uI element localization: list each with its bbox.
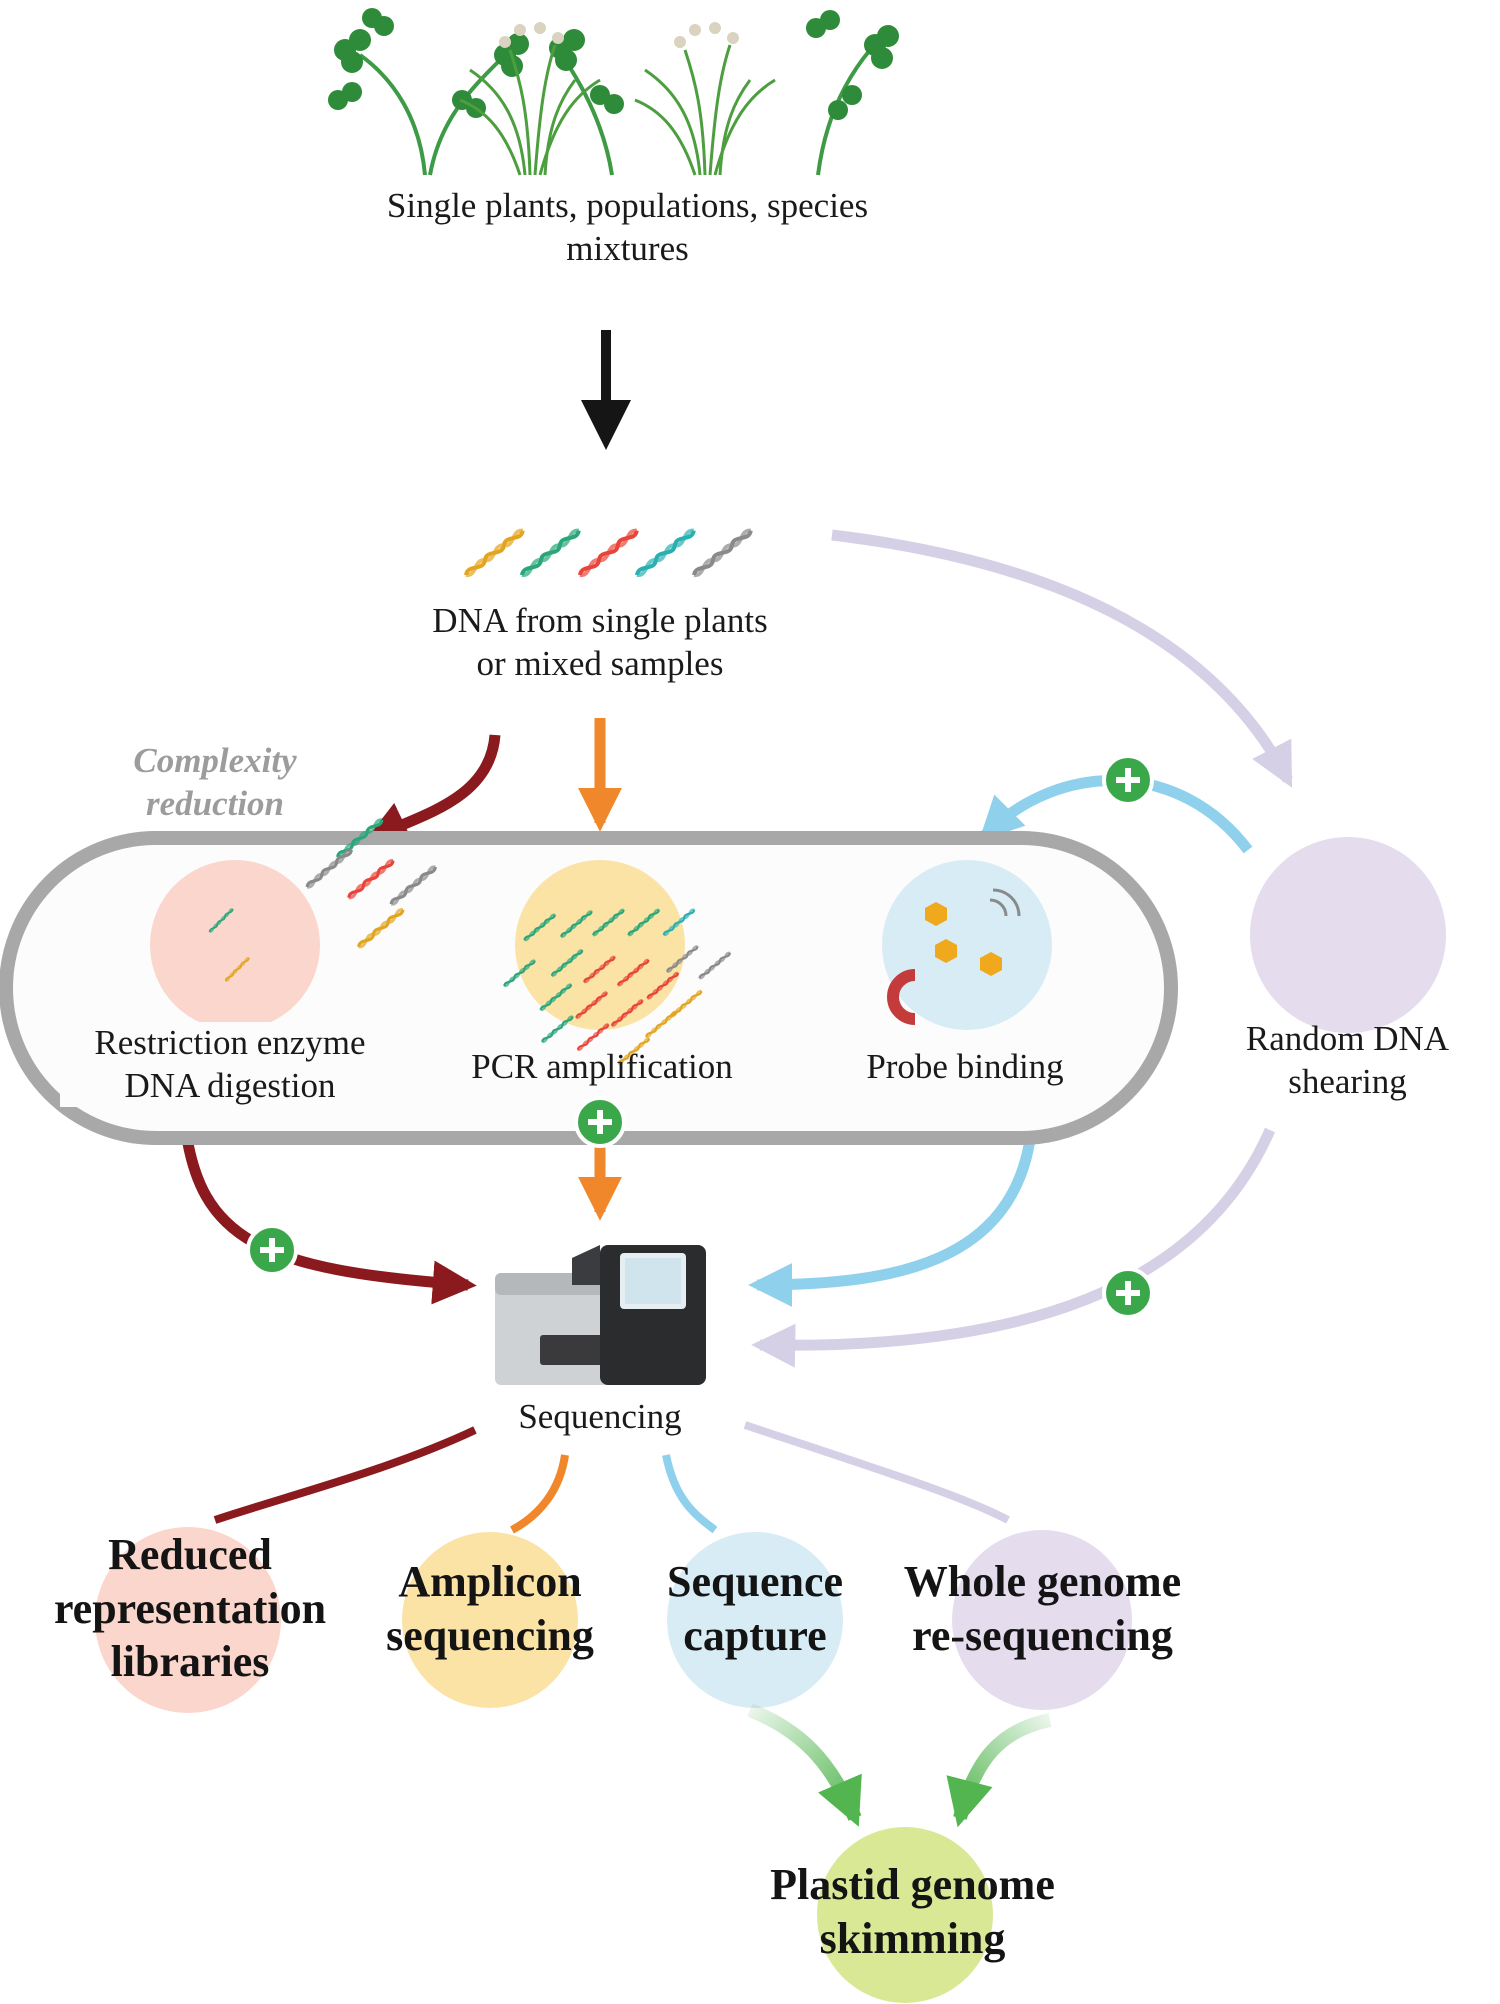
reduced-label-line: representation <box>53 1583 327 1633</box>
branch-wgs <box>743 1421 1010 1524</box>
probe-circle <box>882 860 1052 1030</box>
shearing-arrow-out <box>751 1127 1276 1368</box>
restriction-arrow-out <box>179 1124 477 1305</box>
source-label: Single plants, populations, species mixt… <box>290 185 965 270</box>
plus-badge-icon <box>1102 1267 1154 1319</box>
sequencing-label: Sequencing <box>470 1396 730 1439</box>
dna-label-line: or mixed samples <box>476 643 724 683</box>
skim-arrow-right <box>946 1713 1052 1828</box>
complexity-label-line: Complexity <box>133 741 297 780</box>
pcr-label: PCR amplification <box>452 1046 752 1089</box>
complexity-reduction-label: Complexity reduction <box>95 740 335 825</box>
dna-label: DNA from single plants or mixed samples <box>380 600 820 685</box>
pcr-circle <box>515 860 685 1030</box>
shearing-label: Random DNA shearing <box>1220 1018 1475 1103</box>
probe-arrow-out <box>748 1139 1036 1307</box>
plastid-label-line: Plastid genome <box>770 1860 1055 1909</box>
wgs-label-line: re-sequencing <box>912 1610 1173 1660</box>
branch-capture <box>662 1454 718 1534</box>
complexity-label-line: reduction <box>145 783 285 823</box>
branch-reduced <box>213 1426 477 1524</box>
amplicon-label-line: sequencing <box>386 1610 594 1660</box>
restriction-circle <box>150 860 320 1030</box>
skim-arrow-left <box>747 1703 862 1827</box>
shearing-label-line: Random DNA <box>1245 1019 1450 1058</box>
source-label-line: mixtures <box>566 228 689 268</box>
plus-badge-icon <box>246 1224 298 1276</box>
amplicon-label: Amplicon sequencing <box>360 1555 620 1662</box>
amplicon-label-line: Amplicon <box>398 1557 582 1606</box>
wgs-circle <box>952 1530 1132 1710</box>
plastid-label: Plastid genome skimming <box>740 1858 1085 1965</box>
probe-binding-icon <box>208 888 1021 1025</box>
reduced-label: Reduced representation libraries <box>30 1528 350 1689</box>
dna-label-line: DNA from single plants <box>432 601 768 640</box>
sequencer-icon <box>495 1245 706 1385</box>
restriction-label-line: DNA digestion <box>124 1065 336 1105</box>
reduced-label-line: Reduced <box>108 1530 272 1579</box>
plus-badge-icon <box>574 1096 626 1148</box>
shearing-label-line: shearing <box>1288 1061 1407 1101</box>
reduced-circle <box>95 1527 281 1713</box>
branch-amplicon <box>510 1454 569 1534</box>
capture-label: Sequence capture <box>635 1555 875 1662</box>
source-label-line: Single plants, populations, species <box>386 186 869 225</box>
amplicon-circle <box>402 1532 578 1708</box>
pcr-label-line: PCR amplification <box>471 1047 733 1086</box>
plastid-label-line: skimming <box>819 1913 1006 1963</box>
probe-label-line: Probe binding <box>866 1047 1064 1086</box>
restriction-arrow-in <box>364 734 501 843</box>
plants-illustration <box>328 8 899 176</box>
sequencing-label-line: Sequencing <box>518 1397 682 1436</box>
wgs-label: Whole genome re-sequencing <box>880 1555 1205 1662</box>
plus-badge-icon <box>1102 754 1154 806</box>
capture-circle <box>667 1532 843 1708</box>
shearing-circle <box>1250 837 1446 1033</box>
dna-sample-icon <box>462 526 755 579</box>
capture-label-line: Sequence <box>667 1557 843 1606</box>
restriction-label-line: Restriction enzyme <box>94 1023 366 1062</box>
probe-label: Probe binding <box>840 1046 1090 1089</box>
capture-label-line: capture <box>683 1610 827 1660</box>
plastid-circle <box>817 1827 993 2003</box>
restriction-label: Restriction enzyme DNA digestion <box>60 1022 400 1108</box>
reduced-label-line: libraries <box>110 1637 270 1687</box>
wgs-label-line: Whole genome <box>903 1557 1182 1606</box>
magnet-icon <box>887 969 916 1025</box>
shearing-arrow <box>831 529 1293 788</box>
